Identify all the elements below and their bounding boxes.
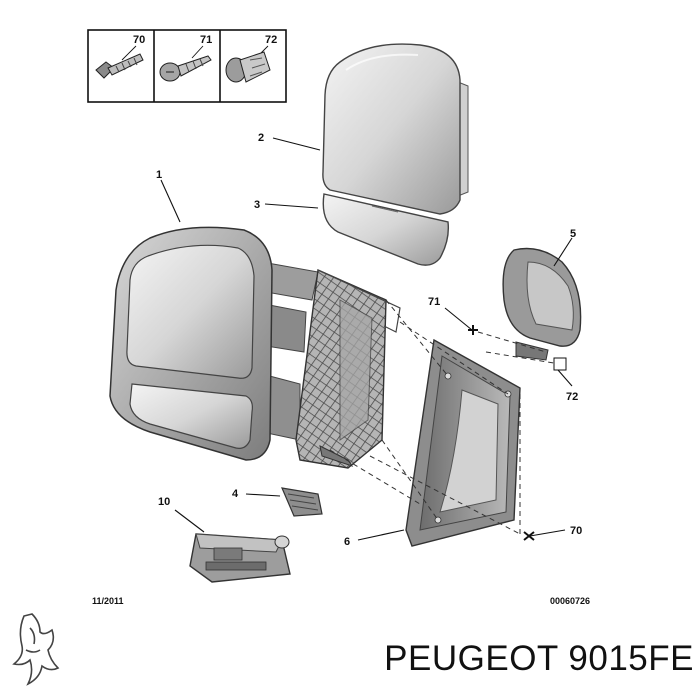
fastener-markers — [468, 325, 567, 541]
diagram-date: 11/2011 — [92, 596, 124, 606]
mirror-frame-bracket — [295, 268, 401, 469]
callout-6: 6 — [344, 536, 350, 548]
callout-1: 1 — [156, 169, 162, 181]
brand-caption: PEUGEOT 9015FE — [384, 639, 694, 678]
callout-leaders — [160, 137, 573, 541]
upper-mirror-glass — [322, 43, 469, 215]
clip-nut-icon — [225, 51, 271, 83]
callout-71: 71 — [428, 296, 440, 308]
diagram-code: 00060726 — [550, 596, 590, 606]
callout-4: 4 — [232, 488, 239, 500]
fastener-label-70: 70 — [133, 34, 145, 46]
mirror-housing — [109, 226, 319, 461]
bolt-icon — [95, 53, 144, 79]
callout-10: 10 — [158, 496, 170, 508]
mounting-clip — [281, 487, 323, 517]
lower-mirror-glass — [322, 193, 450, 266]
callout-3: 3 — [254, 199, 260, 211]
assembly-guide-lines — [329, 299, 561, 535]
callout-2: 2 — [258, 132, 264, 144]
fastener-label-71: 71 — [200, 34, 212, 46]
fastener-label-72: 72 — [265, 34, 277, 46]
callout-72: 72 — [566, 391, 578, 403]
rear-cover-panel — [405, 338, 521, 547]
screw-icon — [159, 55, 212, 82]
fastener-box: 70 71 72 — [87, 29, 287, 103]
mirror-switch — [189, 533, 291, 583]
indicator-cap — [502, 247, 582, 361]
callout-70: 70 — [570, 525, 582, 537]
peugeot-lion-icon — [12, 613, 60, 686]
callout-5: 5 — [570, 228, 576, 240]
